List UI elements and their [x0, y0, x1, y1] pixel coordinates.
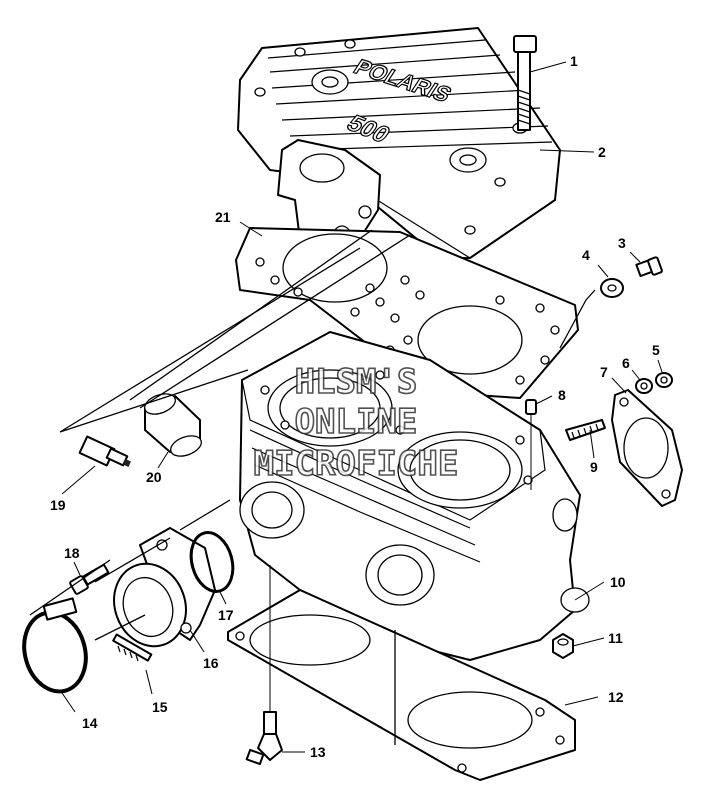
callout-14: 14 [82, 715, 98, 731]
exhaust-stud [565, 419, 606, 441]
temperature-sensor [78, 435, 131, 467]
callout-10: 10 [610, 574, 626, 590]
callout-13: 13 [310, 744, 326, 760]
exhaust-gasket [611, 389, 683, 507]
thermostat-sleeve [144, 393, 202, 457]
callout-21: 21 [215, 209, 231, 225]
cylinder-head: POLARIS 500 [237, 27, 561, 259]
intake-adapter [113, 527, 216, 648]
clamp-screw [112, 633, 153, 662]
callout-8: 8 [558, 387, 566, 403]
lock-nut [655, 372, 673, 388]
callout-17: 17 [218, 607, 234, 623]
watermark: HLSM'S ONLINE MICROFICHE [253, 361, 459, 485]
bleed-screw [635, 256, 663, 278]
callout-7: 7 [600, 364, 608, 380]
base-gasket [227, 589, 576, 781]
callout-1: 1 [570, 53, 578, 69]
callout-16: 16 [203, 655, 219, 671]
cylinder-block [239, 331, 590, 661]
callout-4: 4 [582, 247, 590, 263]
callout-6: 6 [622, 355, 630, 371]
callout-3: 3 [618, 235, 626, 251]
callout-19: 19 [50, 497, 66, 513]
callout-11: 11 [608, 630, 623, 646]
callout-9: 9 [590, 459, 598, 475]
flange-nut [552, 633, 574, 659]
callout-2: 2 [598, 144, 606, 160]
callout-12: 12 [608, 689, 624, 705]
o-ring [189, 531, 235, 593]
callout-20: 20 [146, 469, 162, 485]
callout-labels: 1 2 3 4 5 6 7 8 9 10 11 12 13 14 15 16 1… [50, 53, 660, 760]
watermark-line-1: HLSM'S [295, 362, 418, 402]
watermark-line-3: MICROFICHE [254, 444, 459, 484]
assembly-lines [29, 229, 596, 745]
head-gasket [235, 227, 579, 399]
adapter-bolt [69, 563, 110, 595]
callout-18: 18 [64, 545, 80, 561]
sealing-washer [600, 278, 624, 298]
lock-washer [635, 378, 653, 394]
leader-lines [59, 61, 663, 753]
dowel-pin [525, 399, 537, 490]
watermark-line-2: ONLINE [295, 402, 418, 442]
callout-15: 15 [152, 699, 168, 715]
water-fitting [245, 565, 283, 766]
hose-clamp [22, 597, 88, 694]
head-bolt [513, 35, 537, 131]
callout-5: 5 [652, 342, 660, 358]
